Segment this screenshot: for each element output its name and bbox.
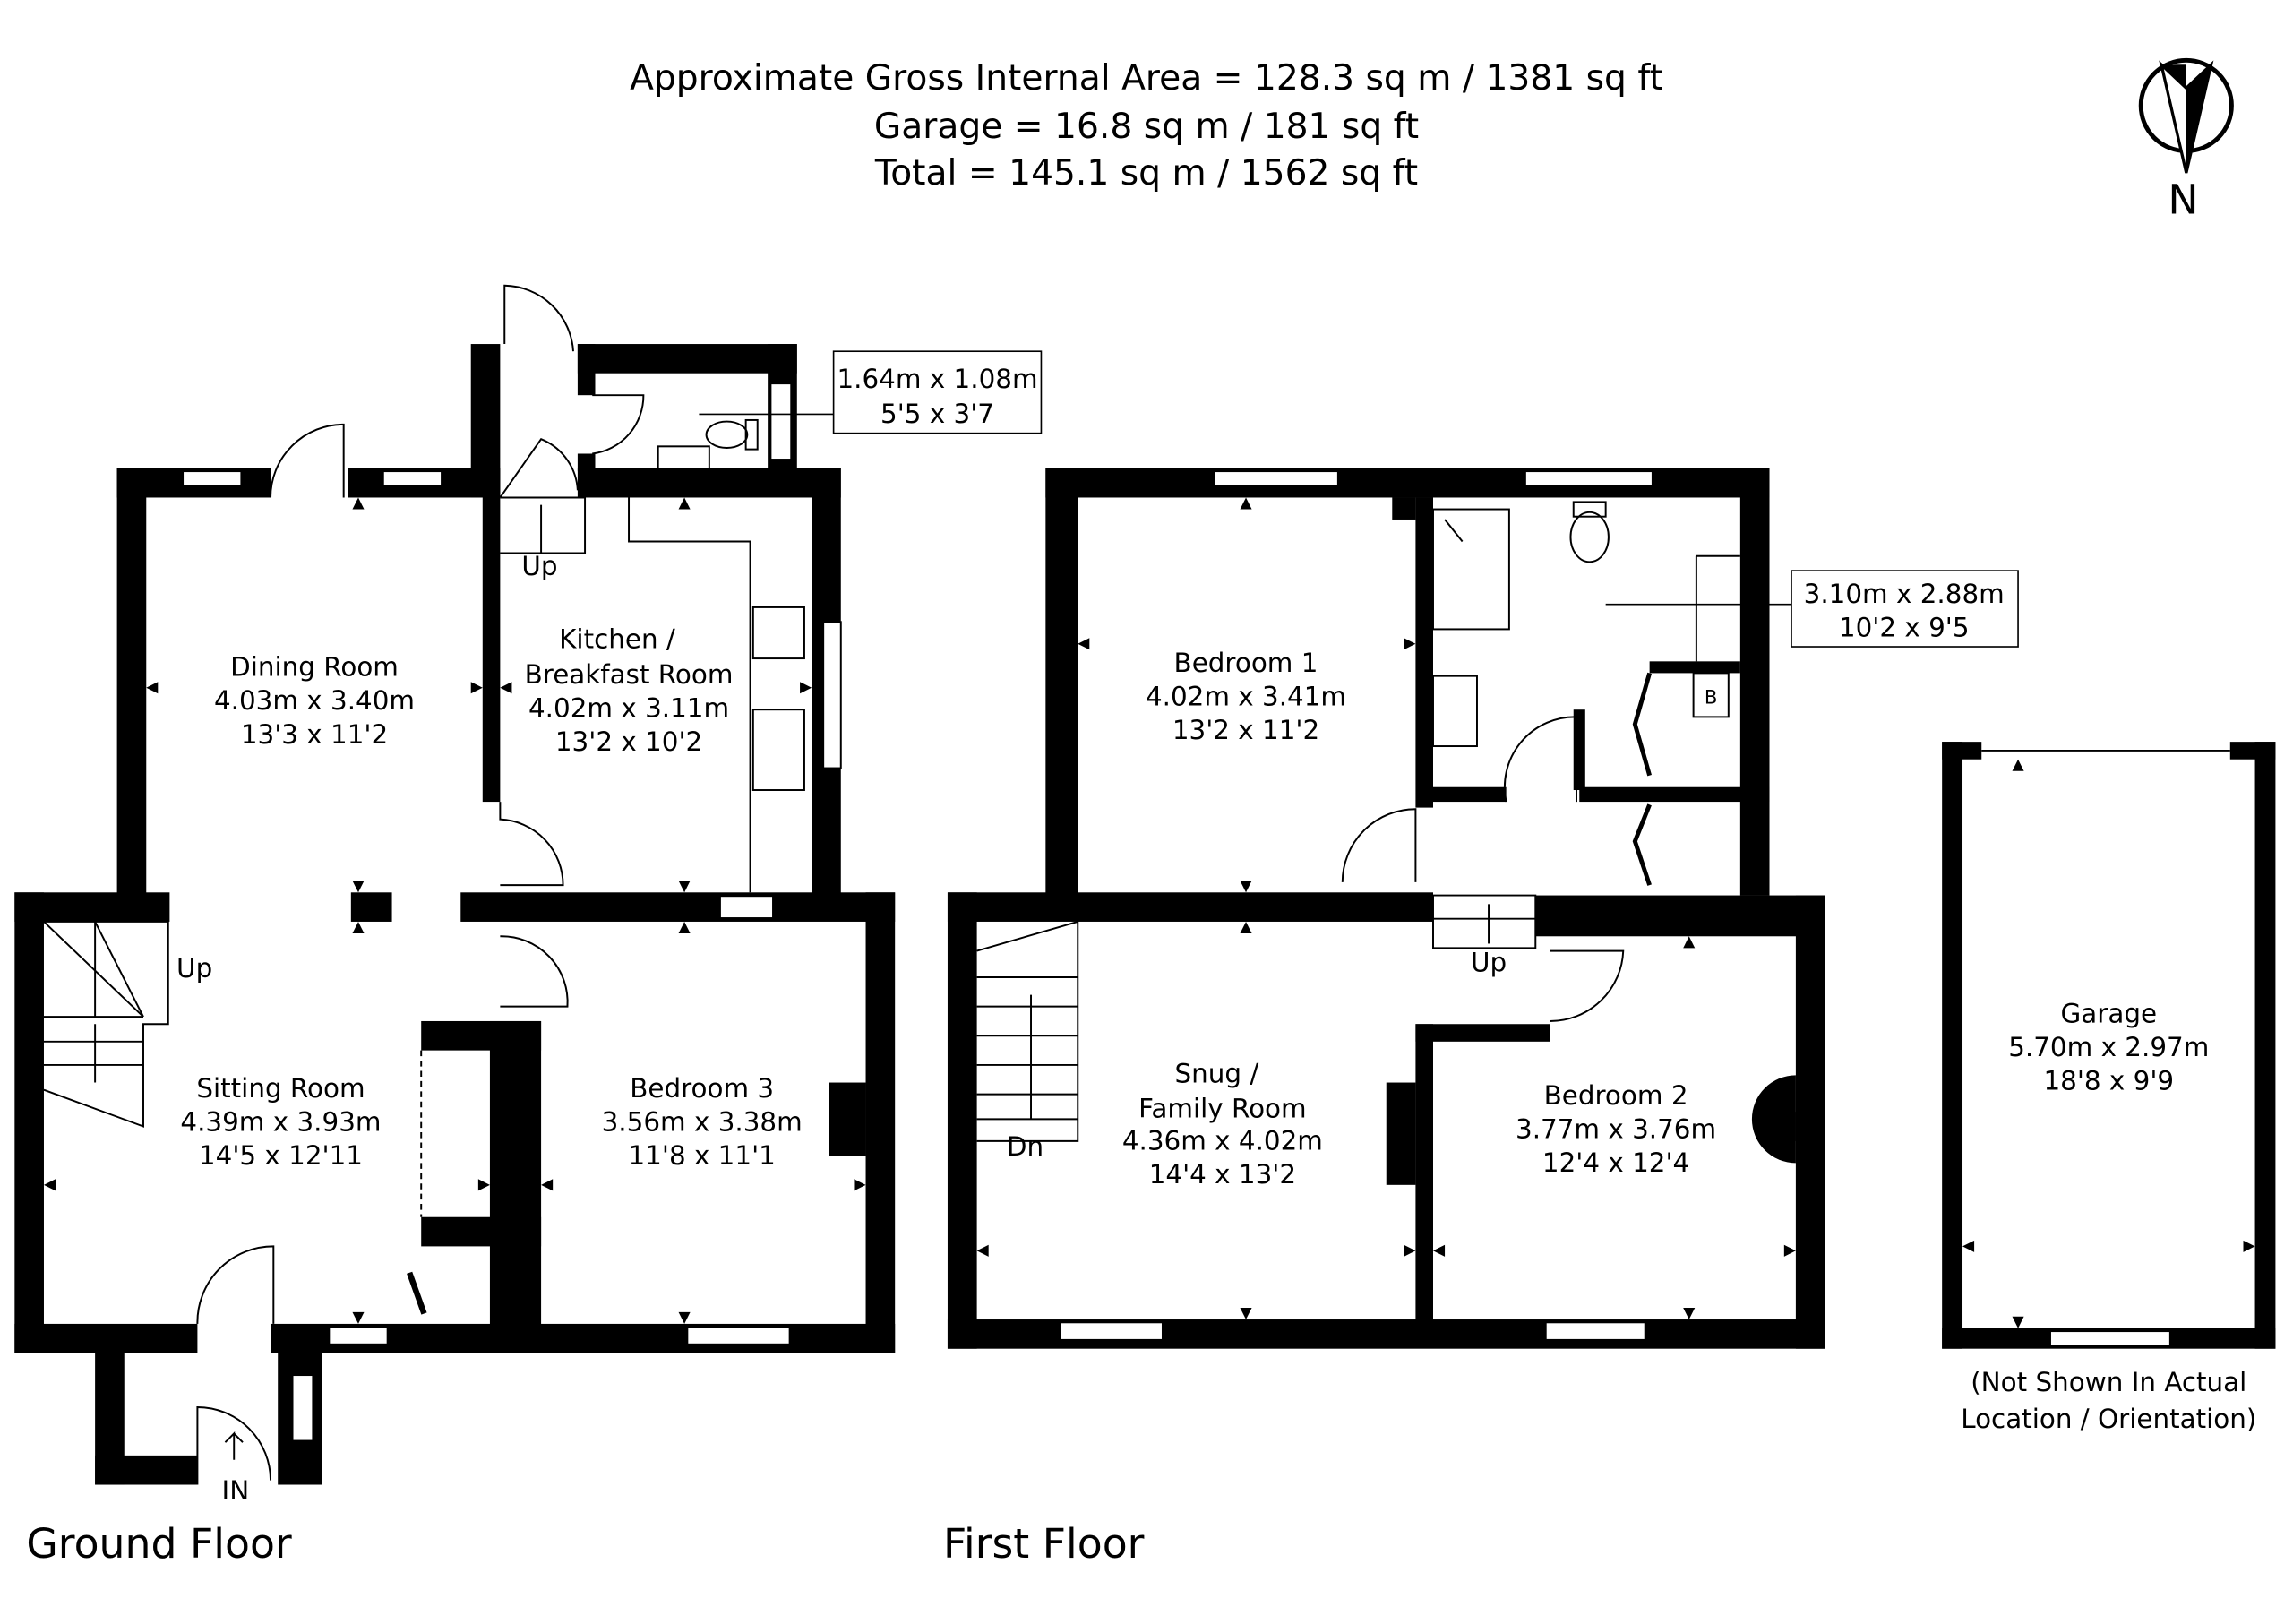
bedroom-2-imperial: 12'4 x 12'4 [1542, 1147, 1689, 1178]
garage-metric: 5.70m x 2.97m [2008, 1032, 2209, 1062]
bathroom-imperial: 10'2 x 9'5 [1839, 613, 1970, 643]
kitchen-name-2: Breakfast Room [525, 659, 734, 690]
ground-floor-walls [14, 344, 896, 1485]
snug-imperial: 14'4 x 13'2 [1149, 1159, 1296, 1190]
snug-name-1: Snug / [1174, 1059, 1258, 1089]
bedroom-1-metric: 4.02m x 3.41m [1146, 681, 1346, 711]
garage-note-1: (Not Shown In Actual [1971, 1367, 2246, 1397]
garage-imperial: 18'8 x 9'9 [2043, 1066, 2174, 1096]
wc-metric: 1.64m x 1.08m [837, 364, 1037, 394]
bedroom-2-name: Bedroom 2 [1544, 1080, 1688, 1111]
ground-floor-label: Ground Floor [26, 1520, 292, 1568]
bedroom-3-metric: 3.56m x 3.38m [602, 1106, 803, 1137]
dining-room-metric: 4.03m x 3.40m [214, 685, 415, 716]
entrance-label: IN [222, 1475, 250, 1506]
kitchen-imperial: 13'2 x 10'2 [555, 726, 702, 757]
snug-metric: 4.36m x 4.02m [1122, 1126, 1323, 1156]
first-floor-label: First Floor [943, 1520, 1145, 1568]
stair-down-label: Dn [1007, 1131, 1043, 1162]
bedroom-1-imperial: 13'2 x 11'2 [1172, 715, 1319, 745]
bedroom-3-name: Bedroom 3 [630, 1073, 774, 1104]
stair-up-label: Up [1471, 947, 1507, 977]
sitting-room-name: Sitting Room [196, 1073, 365, 1104]
garage-name: Garage [2061, 999, 2158, 1029]
dimension-arrows [43, 497, 2255, 1328]
boiler-label: B [1705, 687, 1718, 709]
sitting-room-imperial: 14'5 x 12'11 [199, 1140, 363, 1171]
dining-room-name: Dining Room [230, 652, 399, 683]
area-line-1: Approximate Gross Internal Area = 128.3 … [630, 58, 1663, 99]
bathroom-metric: 3.10m x 2.88m [1804, 579, 2005, 609]
kitchen-name-1: Kitchen / [559, 624, 675, 655]
bedroom-2-metric: 3.77m x 3.76m [1516, 1114, 1716, 1145]
dining-room-imperial: 13'3 x 11'2 [241, 719, 388, 750]
garage-walls [1942, 742, 2276, 1349]
compass-label: N [2168, 176, 2198, 224]
wc-imperial: 5'5 x 3'7 [880, 399, 994, 429]
stair-up-label: Up [176, 953, 212, 984]
sitting-room-metric: 4.39m x 3.93m [180, 1106, 381, 1137]
snug-name-2: Family Room [1138, 1094, 1307, 1124]
ground-floor-doors [43, 284, 805, 1485]
bathroom-callout: 3.10m x 2.88m 10'2 x 9'5 [1605, 570, 2019, 648]
wc-callout: 1.64m x 1.08m 5'5 x 3'7 [699, 350, 1043, 434]
bedroom-3-imperial: 11'8 x 11'1 [628, 1140, 775, 1171]
stair-up-label: Up [521, 551, 557, 581]
first-floor-walls [947, 468, 1825, 1349]
kitchen-metric: 4.02m x 3.11m [528, 692, 729, 723]
bedroom-1-name: Bedroom 1 [1174, 648, 1318, 678]
first-floor-fittings [976, 501, 1740, 1142]
area-line-3: Total = 145.1 sq m / 1562 sq ft [874, 153, 1418, 193]
garage-note-2: Location / Orientation) [1961, 1404, 2256, 1434]
north-arrow-icon: N [2138, 57, 2234, 224]
area-line-2: Garage = 16.8 sq m / 181 sq ft [874, 107, 1419, 147]
